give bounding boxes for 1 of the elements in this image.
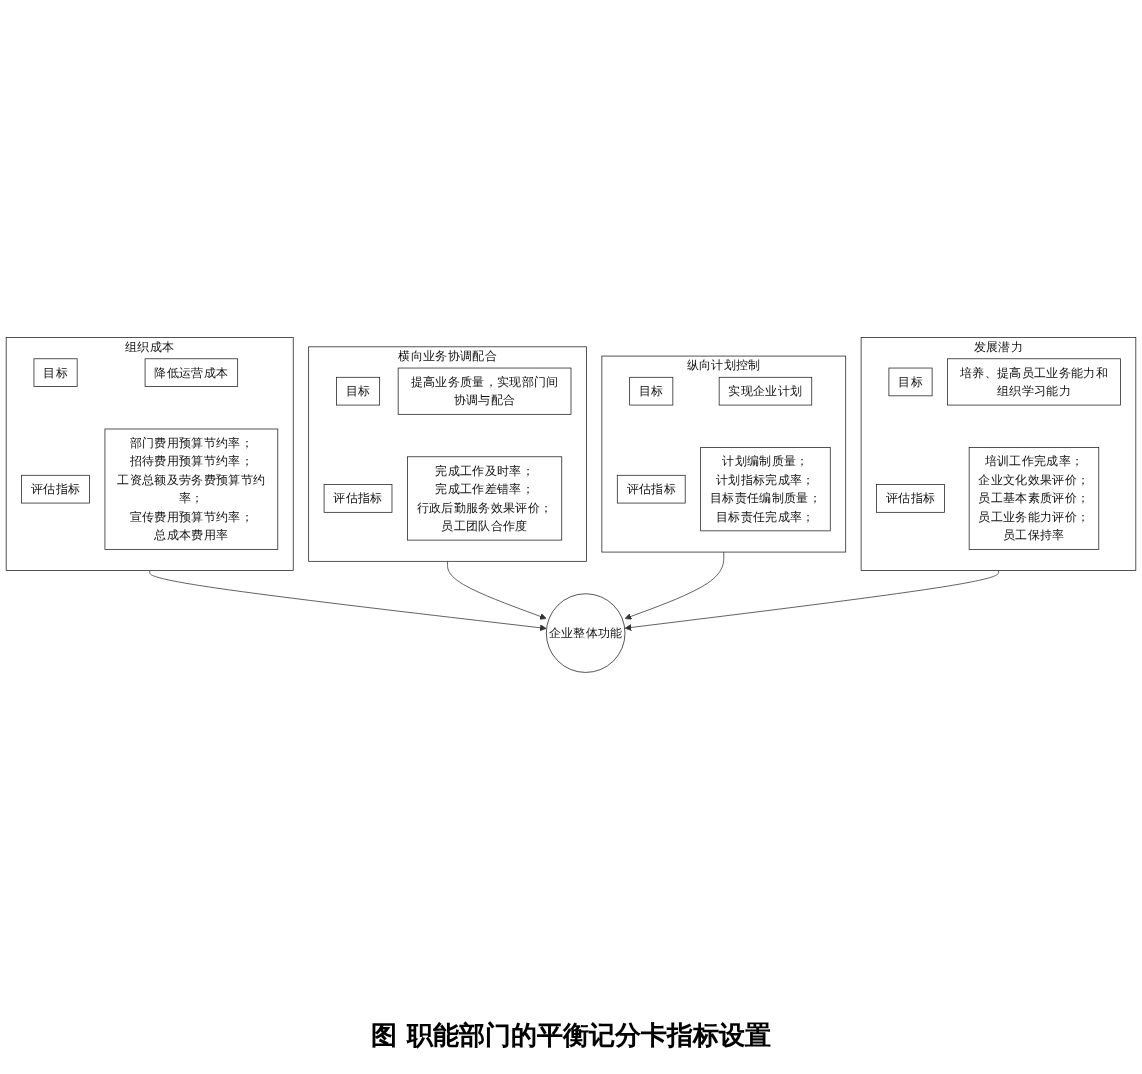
figure-caption: 图 职能部门的平衡记分卡指标设置 — [371, 1022, 771, 1052]
